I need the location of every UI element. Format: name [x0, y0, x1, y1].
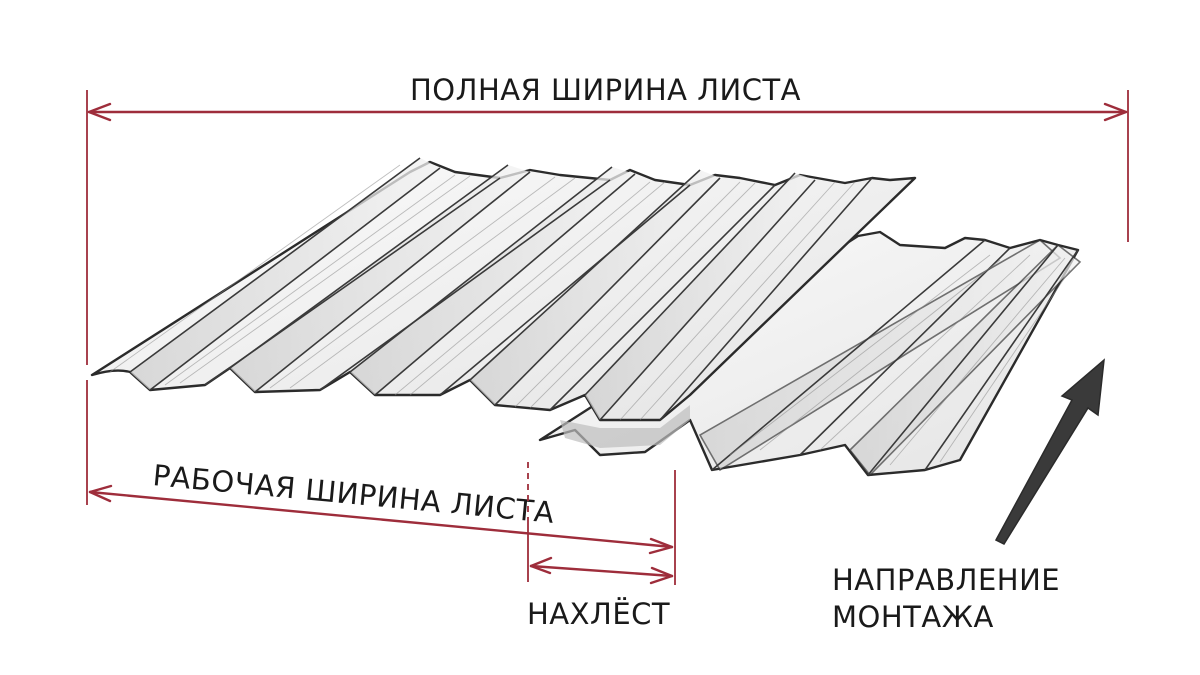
first-sheet: [90, 157, 917, 448]
direction-label-line2: МОНТАЖА: [832, 600, 994, 634]
overlap-label: НАХЛЁСТ: [527, 597, 670, 631]
overlap-dimension: НАХЛЁСТ: [527, 462, 674, 631]
direction-label-line1: НАПРАВЛЕНИЕ: [832, 563, 1060, 597]
full-width-label: ПОЛНАЯ ШИРИНА ЛИСТА: [410, 73, 801, 107]
second-sheet: [538, 230, 1082, 477]
full-width-dimension: ПОЛНАЯ ШИРИНА ЛИСТА: [86, 73, 1129, 365]
working-width-label: РАБОЧАЯ ШИРИНА ЛИСТА: [151, 458, 556, 530]
mounting-direction: НАПРАВЛЕНИЕ МОНТАЖА: [832, 358, 1105, 634]
arrow-up-right-icon: [994, 358, 1105, 545]
